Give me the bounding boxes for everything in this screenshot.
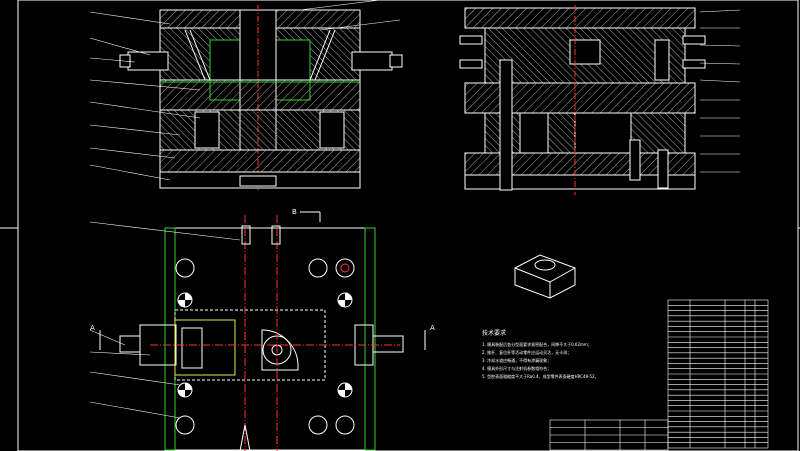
notes-line-3: 3. 冷却水道应畅通，不得有渗漏现象；	[482, 357, 551, 363]
section-marker-b: B	[292, 208, 297, 216]
plan-view-leaders	[89, 221, 241, 419]
bom-table	[667, 299, 769, 449]
isometric-part	[514, 254, 576, 299]
section-marker-a-right: A	[430, 324, 435, 332]
section-marker-a-left: A	[90, 324, 95, 332]
front-section-view	[119, 5, 403, 190]
notes-line-5: 5. 型腔表面粗糙度不大于Ra0.4，成型零件表面硬度HRC48-52。	[482, 373, 599, 379]
title-block	[549, 419, 669, 451]
side-section-view	[459, 5, 706, 195]
front-view-leaders	[89, 0, 401, 181]
notes-line-1: 1. 模具装配后各分型面要求紧密配合，间隙不大于0.02mm；	[482, 341, 592, 347]
section-markers	[99, 211, 426, 350]
technical-notes: 技术要求 1. 模具装配后各分型面要求紧密配合，间隙不大于0.02mm； 2. …	[482, 329, 599, 379]
notes-line-2: 2. 推杆、复位杆等活动零件应运动灵活，无卡滞；	[482, 349, 571, 355]
plan-view	[119, 215, 404, 451]
notes-heading: 技术要求	[482, 329, 506, 337]
notes-line-4: 4. 模具外形尺寸与注射机参数相符合；	[482, 365, 551, 371]
side-view-leaders	[699, 9, 741, 173]
